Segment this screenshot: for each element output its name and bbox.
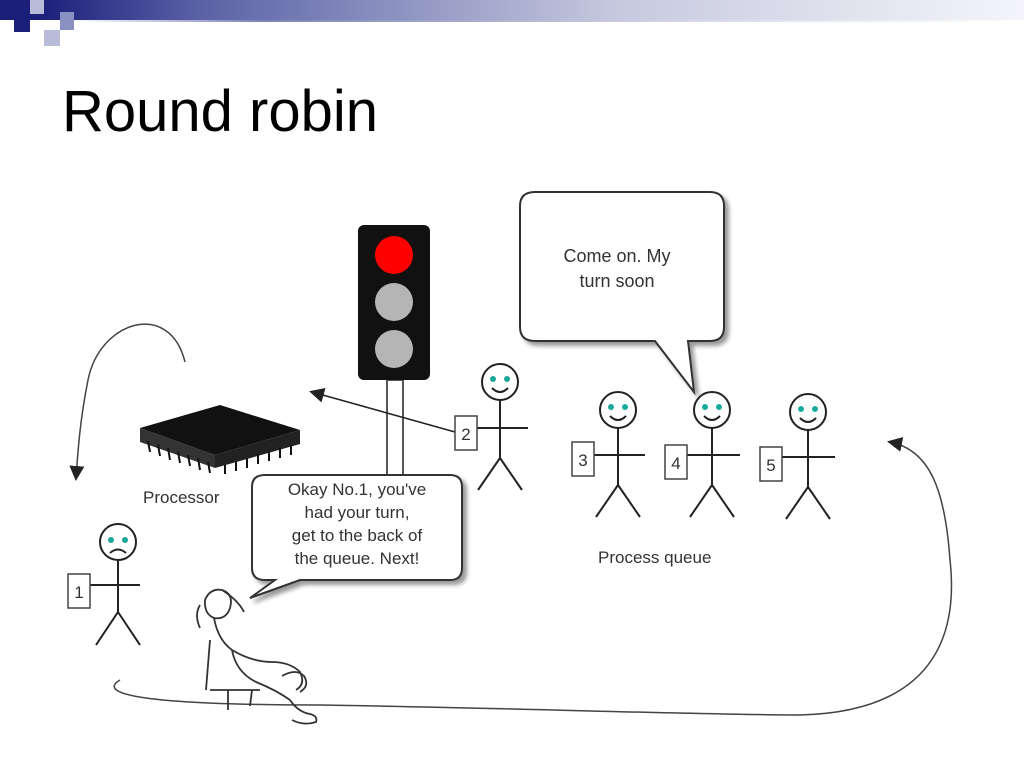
- process-4-figure: [683, 391, 740, 518]
- speech-top-line1: Come on. My: [563, 246, 670, 266]
- title-accent-bar: [0, 0, 1024, 22]
- process-5-badge: 5: [759, 446, 783, 482]
- green-light: [375, 330, 413, 368]
- slide-title: Round robin: [62, 79, 378, 144]
- process-3-badge: 3: [571, 441, 595, 477]
- processor-chip: [140, 405, 300, 474]
- deco-square-mid: [60, 12, 74, 30]
- process-3-number: 3: [578, 451, 587, 470]
- speech-main-line2: had your turn,: [305, 503, 410, 522]
- process-4-number: 4: [671, 454, 680, 473]
- process-5-number: 5: [766, 456, 775, 475]
- deco-square-dark: [14, 16, 30, 32]
- speech-bubble-top: Come on. My turn soon: [519, 191, 725, 396]
- scheduler-figure: [196, 588, 318, 725]
- process-3-figure: [588, 391, 645, 518]
- speech-bubble-main: Okay No.1, you've had your turn, get to …: [249, 474, 463, 599]
- process-5-figure: [778, 393, 835, 520]
- process-2-figure: [470, 363, 528, 491]
- process-queue-label: Process queue: [598, 548, 711, 567]
- speech-main-line1: Okay No.1, you've: [288, 480, 426, 499]
- processor-label: Processor: [143, 488, 220, 507]
- deco-square-light: [30, 0, 44, 14]
- arrow-to-processor: [309, 388, 456, 433]
- speech-top-line2: turn soon: [579, 271, 654, 291]
- amber-light: [375, 283, 413, 321]
- speech-main-line4: the queue. Next!: [295, 549, 420, 568]
- process-1-figure: [88, 523, 141, 646]
- process-4-badge: 4: [664, 444, 688, 480]
- process-1-badge: 1: [67, 573, 91, 609]
- deco-square-light-2: [44, 30, 60, 46]
- process-1-number: 1: [74, 583, 83, 602]
- process-2-badge: 2: [454, 415, 478, 451]
- speech-main-line3: get to the back of: [292, 526, 423, 545]
- arrow-return-loop: [113, 437, 953, 716]
- traffic-light: [358, 225, 430, 491]
- arrow-left-curve: [69, 323, 186, 481]
- process-2-number: 2: [461, 425, 470, 444]
- red-light: [375, 236, 413, 274]
